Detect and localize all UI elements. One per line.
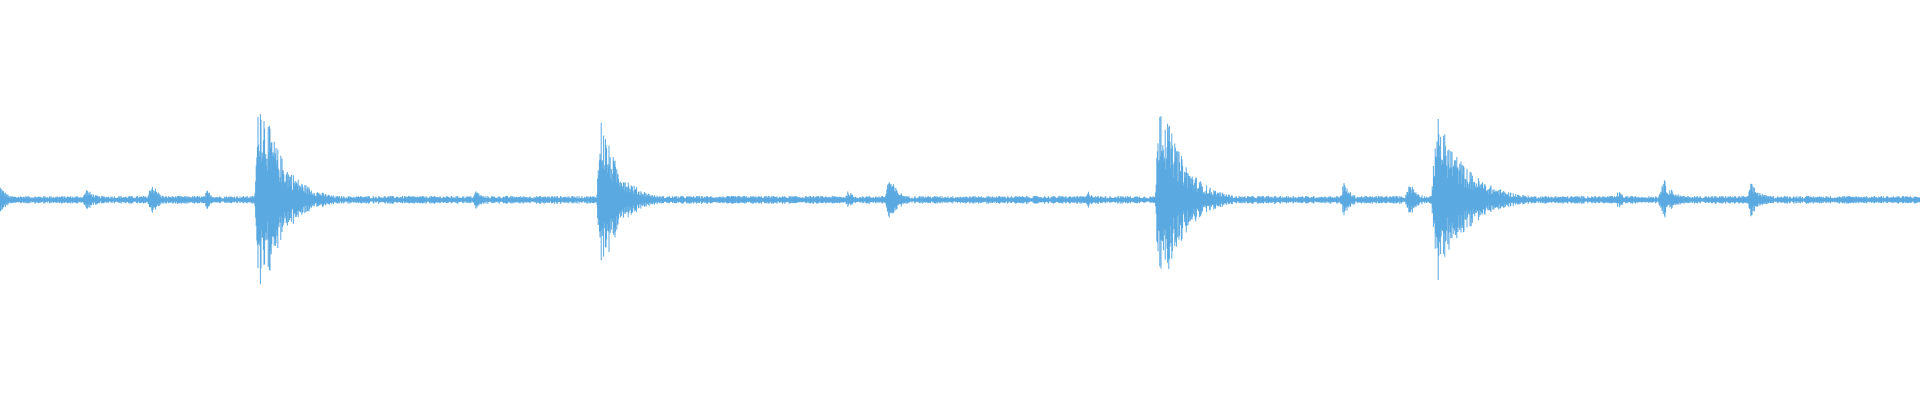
waveform-trace [0, 114, 1920, 285]
